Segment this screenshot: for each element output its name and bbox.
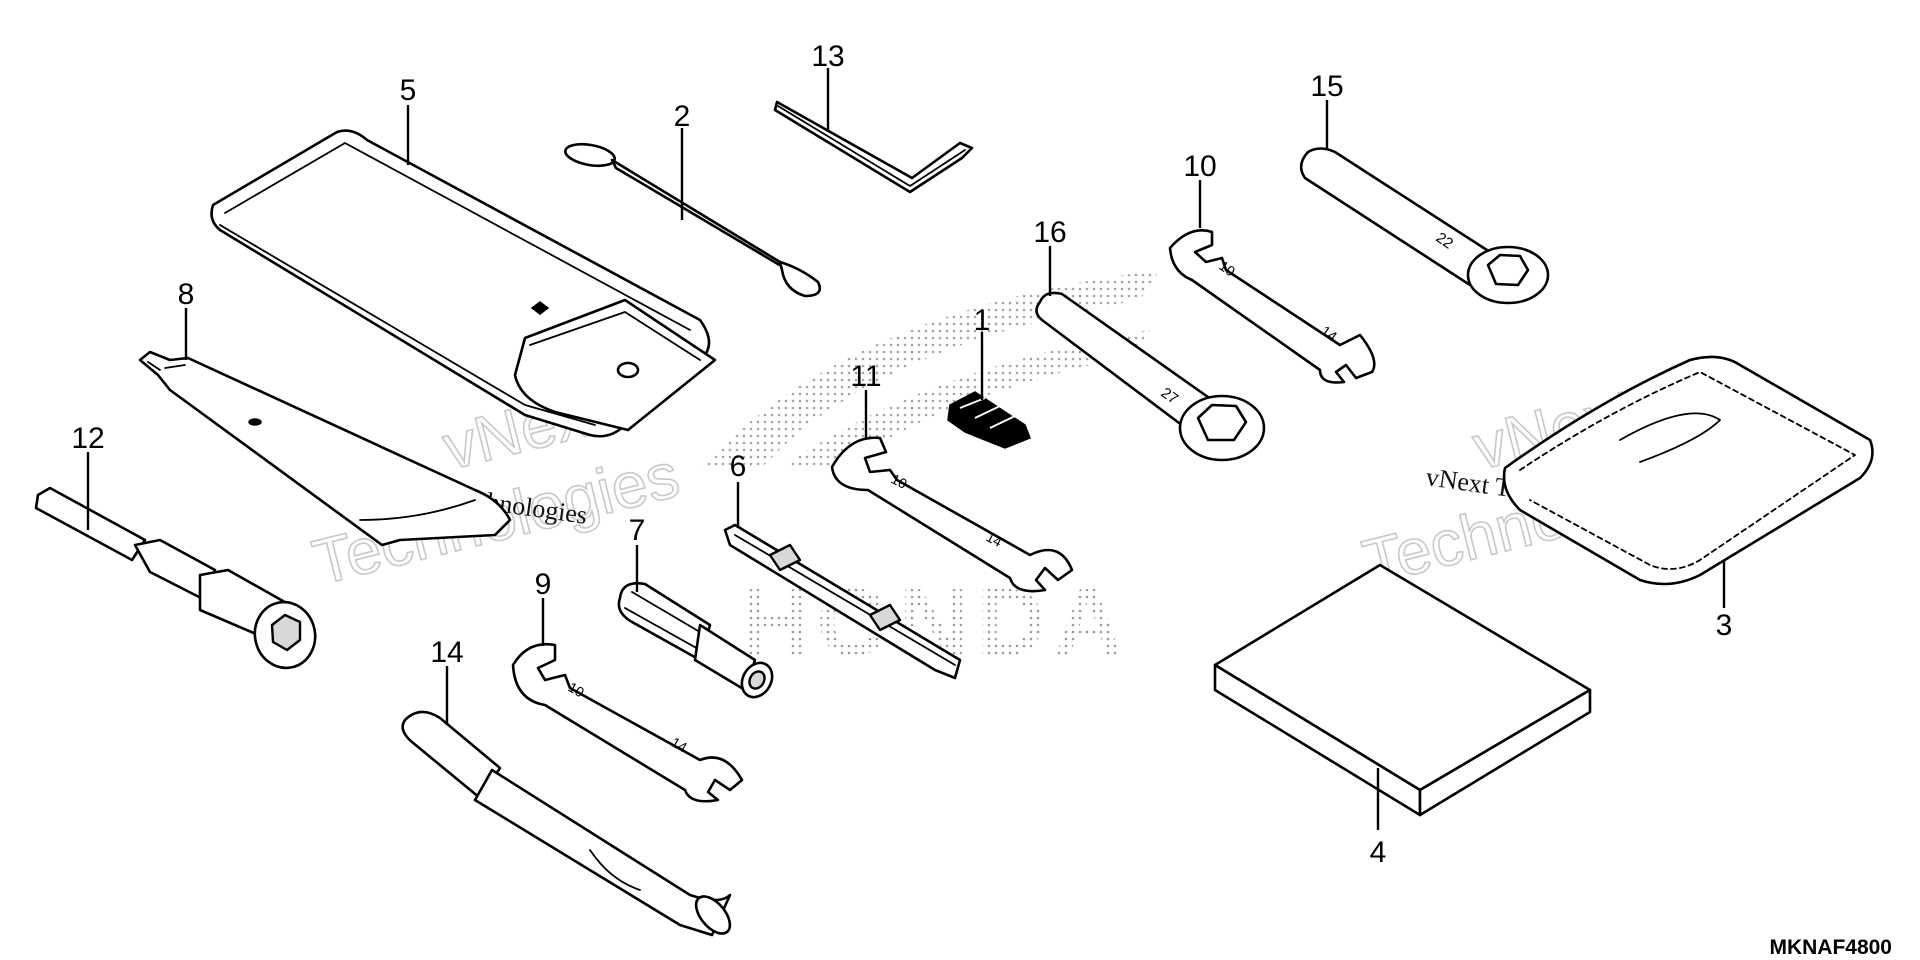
part-12-socket-wrench[interactable] [34,486,321,674]
callout-6-label: 6 [730,450,747,483]
part-9-open-wrench[interactable]: 10 14 [511,642,744,803]
callout-4: 4 [1370,768,1387,869]
wrench-9-stamp-a: 10 [566,679,588,701]
callout-10-label: 10 [1183,150,1216,183]
part-14-extension-bar[interactable] [401,710,737,940]
callout-1: 1 [974,304,991,400]
part-16-ring-wrench[interactable]: 27 [1035,291,1266,462]
callout-8-label: 8 [178,278,195,311]
callout-7-label: 7 [629,514,646,547]
wrench-9-stamp-b: 14 [669,734,691,756]
callout-8: 8 [178,278,195,360]
wrench-16-stamp: 27 [1158,384,1181,407]
part-3-pouch[interactable] [1502,355,1874,586]
callout-7: 7 [629,514,646,592]
wrench-15-stamp: 22 [1433,229,1456,252]
part-4-manual[interactable] [1213,563,1592,817]
callout-13-label: 13 [811,40,844,73]
part-2-strap[interactable] [564,141,822,298]
callout-6: 6 [730,450,747,528]
part-7-screwdriver-handle[interactable] [617,582,778,702]
callout-5: 5 [400,74,417,165]
callout-4-label: 4 [1370,836,1387,869]
callout-9: 9 [535,568,552,646]
callout-15-label: 15 [1310,70,1343,103]
callout-13: 13 [811,40,845,130]
part-11-open-wrench[interactable]: 10 14 [830,436,1074,593]
part-15-ring-wrench[interactable]: 22 [1299,147,1550,305]
callout-10: 10 [1183,150,1217,228]
part-10-open-wrench[interactable]: 10 14 [1168,229,1376,384]
callout-12: 12 [71,422,105,530]
callout-2-label: 2 [674,100,691,133]
callout-9-label: 9 [535,568,552,601]
callout-1-label: 1 [974,304,991,337]
callout-16: 16 [1033,216,1067,296]
callout-14-label: 14 [430,636,463,669]
callout-12-label: 12 [71,422,104,455]
wrench-11-stamp-b: 14 [984,529,1005,551]
callout-2: 2 [674,100,691,220]
diagram-code: MKNAF4800 [1769,936,1892,959]
part-13-hex-key[interactable] [773,100,974,194]
callout-3: 3 [1716,560,1733,642]
part-1-clip[interactable] [947,391,1031,449]
callout-5-label: 5 [400,74,417,107]
part-6-screwdriver-bit[interactable] [723,523,962,680]
callout-11: 11 [850,360,882,440]
wrench-11-stamp-a: 10 [889,471,910,493]
callout-14: 14 [430,636,464,725]
callout-16-label: 16 [1033,216,1066,249]
part-8-handle-bar[interactable] [138,350,512,547]
part-5-tool-bag[interactable] [210,129,717,438]
callout-15: 15 [1310,70,1344,148]
callout-3-label: 3 [1716,609,1733,642]
callout-11-label: 11 [850,360,881,393]
